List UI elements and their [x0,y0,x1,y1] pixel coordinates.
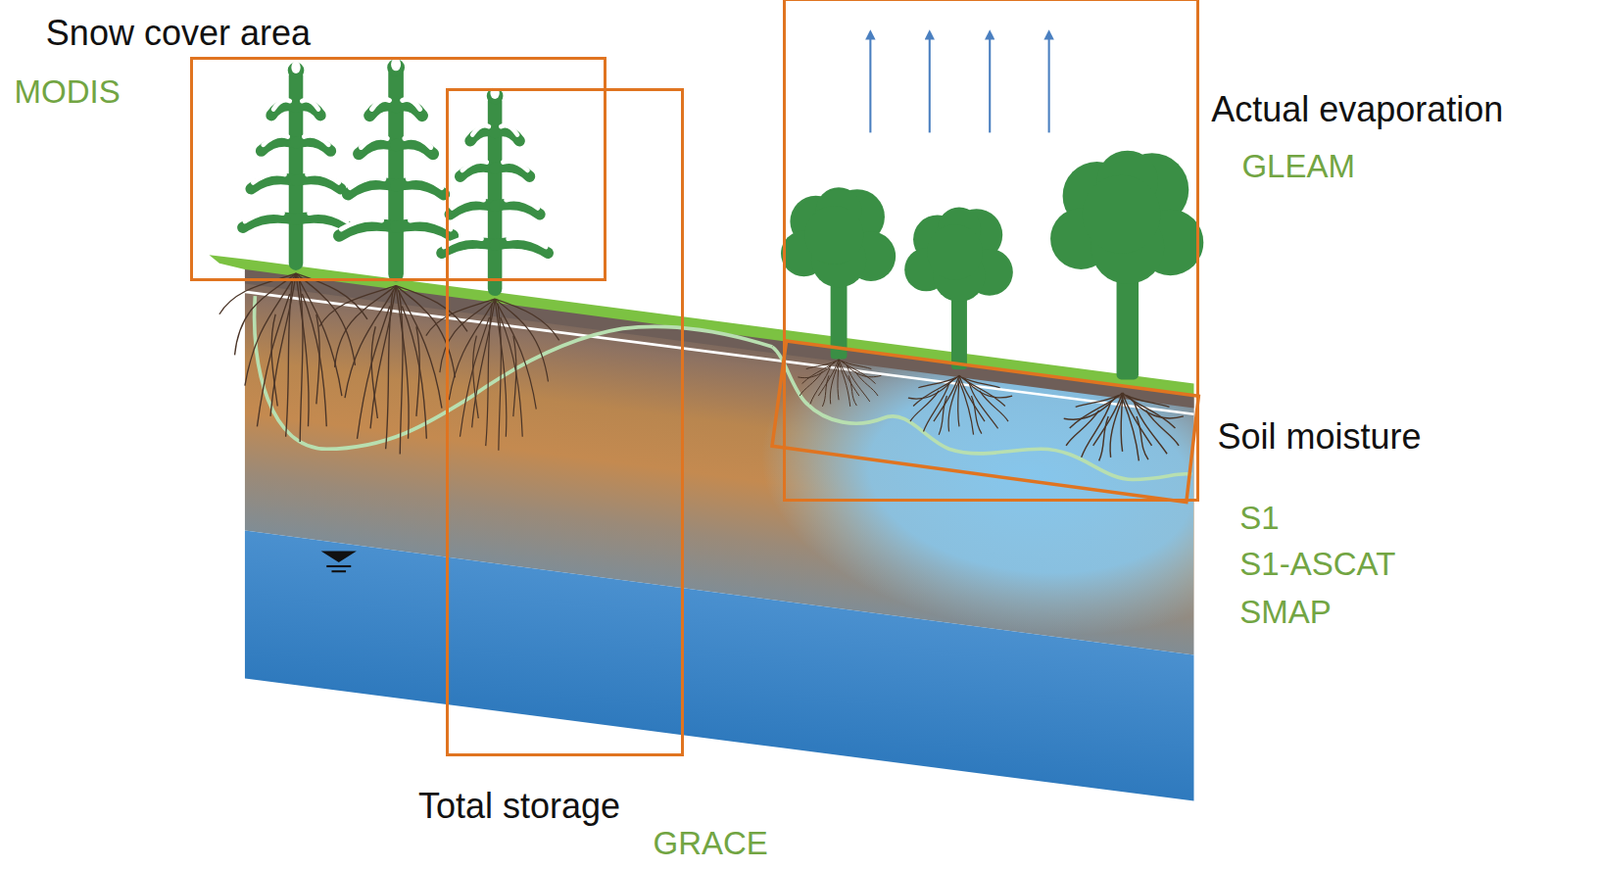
groundwater-zone [244,531,1195,802]
product-label: S1-ASCAT [1239,546,1396,582]
product-label: GLEAM [1241,148,1356,185]
illustration-part [869,34,872,133]
measurement-box: Soil moistureS1S1-ASCATSMAP [772,340,1199,503]
variable-label: Actual evaporation [1211,90,1504,130]
illustration-part [908,375,1013,435]
conifer-roots [219,273,560,454]
ground-slab [208,254,1317,801]
variable-label: Total storage [418,786,621,826]
illustration-part [1048,34,1051,133]
soil-moisture-outline [772,340,1199,503]
measurement-box: Snow cover areaMODIS [190,56,607,282]
product-label: S1 [1239,500,1279,536]
product-label: GRACE [653,825,769,862]
conifer-trees [242,57,548,296]
evaporation-arrows [870,34,1049,133]
illustration-part [928,34,931,133]
variable-label: Snow cover area [46,13,311,53]
illustration-part [1064,392,1184,461]
wetting-front [254,295,1193,480]
deciduous-trees [780,150,1204,381]
product-label: SMAP [1239,594,1332,631]
product-label: MODIS [14,74,121,110]
illustration-part [324,551,353,561]
variable-label: Soil moisture [1216,417,1421,457]
illustration-part [904,206,1014,370]
surface-line [244,291,1195,415]
illustration-part [339,57,453,282]
illustration-part [331,570,346,573]
illustration-part [441,87,548,296]
measurement-box: Total storageGRACE [445,88,684,757]
illustration-part [988,34,991,133]
illustration-part [1050,150,1204,381]
illustration-part [242,60,349,270]
soil-moisture-outline [772,340,1199,503]
water-table-symbol [324,551,353,572]
illustration-part [797,359,881,407]
illustration-part [780,187,896,359]
illustration-part [326,565,351,568]
illustration-part [254,295,774,449]
illustration-part [219,273,368,442]
measurement-box: Actual evaporationGLEAM [782,0,1200,502]
